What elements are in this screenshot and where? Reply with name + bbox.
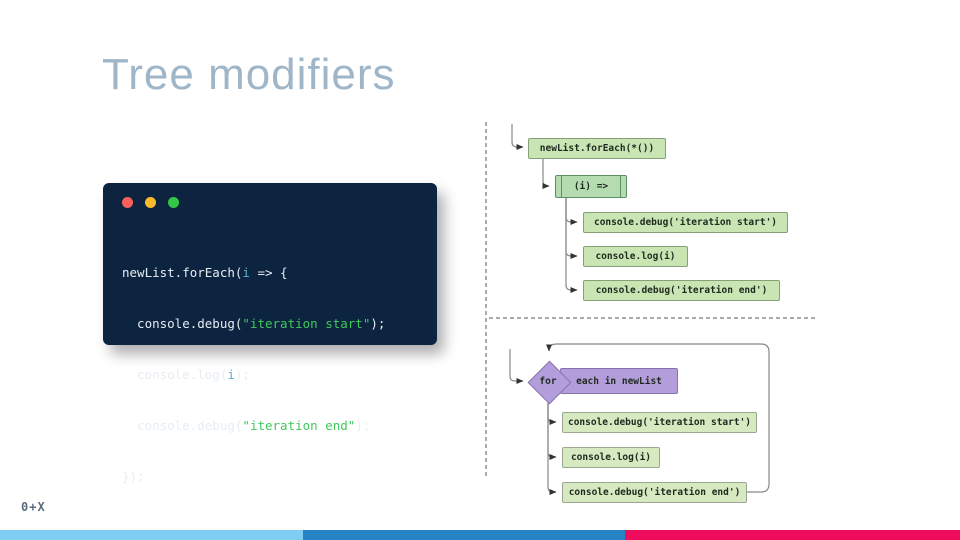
- code-token: );: [355, 418, 371, 433]
- code-token: console.debug(: [122, 418, 243, 433]
- code-line: console.log(i);: [122, 366, 437, 383]
- code-token-string: "iteration end": [242, 418, 356, 433]
- page-title: Tree modifiers: [102, 50, 396, 99]
- code-token: console.debug(: [122, 316, 243, 331]
- code-snippet: newList.forEach(i => { console.debug("it…: [122, 230, 437, 519]
- code-window: newList.forEach(i => { console.debug("it…: [103, 183, 437, 484]
- code-token: newList.forEach(: [122, 265, 243, 280]
- footer-bar-segment-pink: [625, 530, 960, 540]
- code-line: console.debug("iteration end");: [122, 417, 437, 434]
- loop-body-node: console.log(i): [562, 447, 660, 468]
- code-token: => {: [249, 265, 288, 280]
- brand-logo: 0+X: [21, 500, 46, 514]
- code-line: newList.forEach(i => {: [122, 264, 437, 281]
- footer-bar-segment-blue: [303, 530, 625, 540]
- loop-for-label: for: [539, 375, 557, 387]
- ast-callback-label: (i) =>: [573, 181, 609, 192]
- ast-child-node: console.debug('iteration end'): [583, 280, 780, 301]
- ast-child-node: console.log(i): [583, 246, 688, 267]
- subroutine-bar-icon: [620, 176, 621, 197]
- code-token: });: [122, 469, 145, 484]
- footer-accent-bar: [0, 530, 960, 540]
- loop-body-node: console.debug('iteration start'): [562, 412, 757, 433]
- ast-callback-node: (i) =>: [555, 175, 627, 198]
- code-token: );: [370, 316, 386, 331]
- ast-child-node: console.debug('iteration start'): [583, 212, 788, 233]
- code-token: console.log(: [122, 367, 228, 382]
- minimize-window-icon: [145, 197, 156, 208]
- code-token-string: "iteration start": [242, 316, 371, 331]
- loop-body-node: console.debug('iteration end'): [562, 482, 747, 503]
- window-controls: [122, 197, 437, 208]
- code-token: );: [234, 367, 250, 382]
- ast-root-node: newList.forEach(*()): [528, 138, 666, 159]
- code-token-variable: i: [242, 265, 250, 280]
- code-token-variable: i: [227, 367, 235, 382]
- loop-condition-node: each in newList: [560, 368, 678, 394]
- subroutine-bar-icon: [561, 176, 562, 197]
- maximize-window-icon: [168, 197, 179, 208]
- footer-bar-segment-lightblue: [0, 530, 303, 540]
- close-window-icon: [122, 197, 133, 208]
- code-line: console.debug("iteration start");: [122, 315, 437, 332]
- code-line: });: [122, 468, 437, 485]
